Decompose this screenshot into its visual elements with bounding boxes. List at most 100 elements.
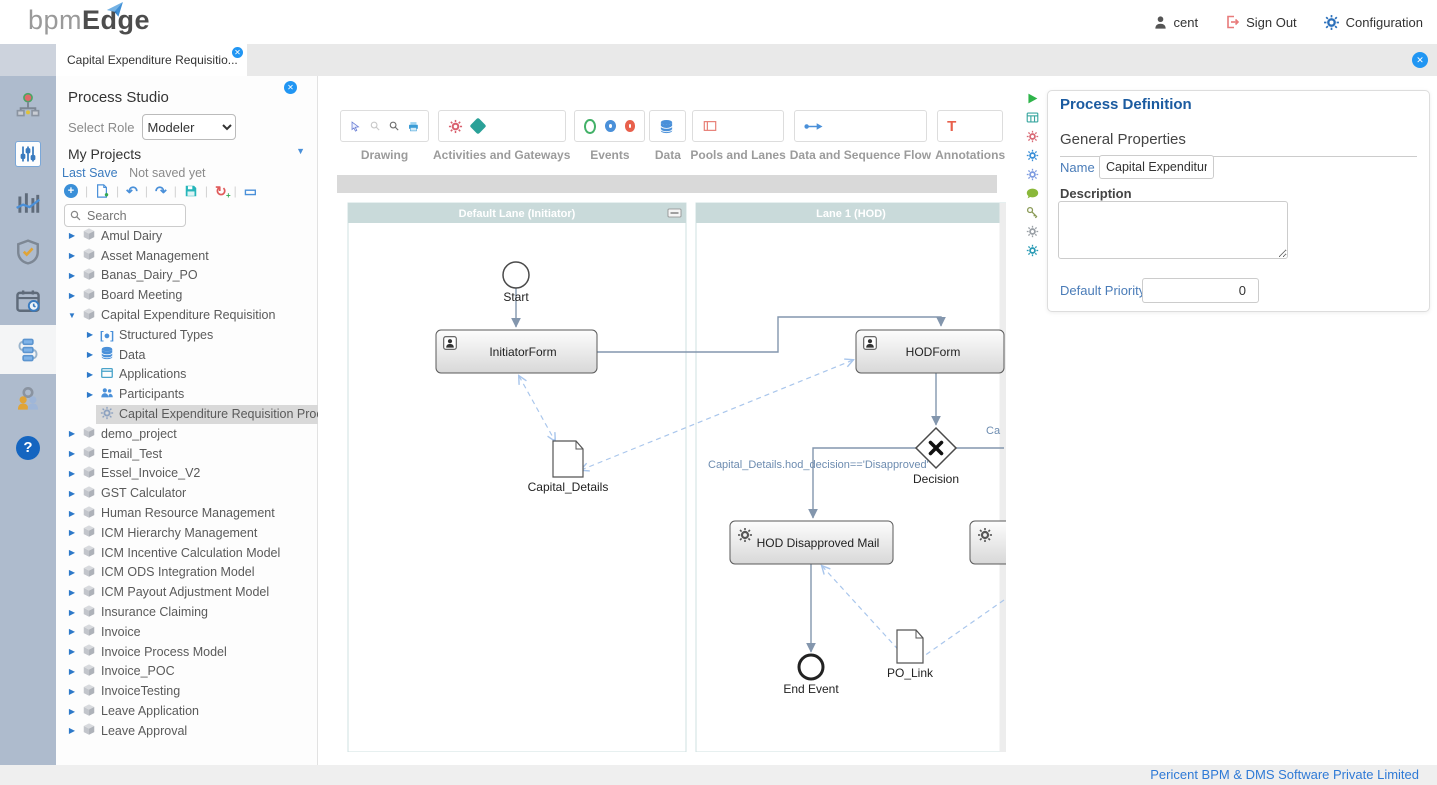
tree-item[interactable]: ▼ Capital Expenditure Requisition [56, 305, 318, 325]
add-icon[interactable]: + [64, 184, 78, 198]
compare-icon[interactable]: ▭ [243, 183, 258, 199]
tree-item[interactable]: ▶ Insurance Claiming [56, 602, 318, 622]
po-link-data-object[interactable]: PO_Link [887, 629, 934, 680]
tree-item[interactable]: ▶ Board Meeting [56, 285, 318, 305]
table-icon[interactable] [1026, 111, 1039, 124]
tree-item[interactable]: ▶ Leave Application [56, 701, 318, 721]
role-select[interactable]: Modeler [142, 114, 237, 140]
sidebar-item-security[interactable] [0, 227, 56, 276]
tree-caret-icon[interactable]: ▶ [68, 270, 76, 280]
panel-close-icon[interactable]: ✕ [284, 81, 297, 94]
tree-caret-icon[interactable]: ▶ [86, 369, 94, 379]
tree-caret-icon[interactable]: ▶ [68, 607, 76, 617]
text-annotation-icon[interactable]: T [947, 117, 957, 135]
tree-caret-icon[interactable]: ▶ [86, 330, 94, 340]
tree-caret-icon[interactable]: ▶ [68, 548, 76, 558]
lane-header[interactable] [696, 203, 1006, 223]
zoom-in-icon[interactable] [389, 119, 399, 133]
tree-caret-icon[interactable]: ▶ [68, 449, 76, 459]
tree-item[interactable]: ▶ Banas_Dairy_PO [56, 266, 318, 286]
tree-item[interactable]: ▶ Invoice [56, 622, 318, 642]
tree-caret-icon[interactable]: ▶ [68, 587, 76, 597]
undo-icon[interactable]: ↶ [126, 183, 138, 199]
lane-minimize-button[interactable] [667, 208, 682, 218]
sidebar-item-analytics[interactable] [0, 178, 56, 227]
settings-gear-icon[interactable] [1025, 149, 1039, 162]
sidebar-item-settings-sliders[interactable] [0, 129, 56, 178]
tree-item[interactable]: Capital Expenditure Requisition Proce [56, 404, 318, 424]
tree-item[interactable]: ▶ demo_project [56, 424, 318, 444]
tree-item[interactable]: ▶ Data [56, 345, 318, 365]
tree-item[interactable]: ▶ Participants [56, 384, 318, 404]
task-gear-icon[interactable] [447, 118, 463, 134]
zoom-out-icon[interactable] [370, 119, 380, 133]
gateway-diamond-icon[interactable] [469, 117, 487, 135]
hod-form-task[interactable]: HODForm [855, 329, 1005, 374]
tree-item[interactable]: ▶ Amul Dairy [56, 226, 318, 246]
tree-item[interactable]: ▶ Leave Approval [56, 721, 318, 741]
print-icon[interactable] [408, 119, 419, 134]
tree-item[interactable]: ▶ Asset Management [56, 246, 318, 266]
tree-item[interactable]: ▶ [●] Structured Types [56, 325, 318, 345]
tree-caret-icon[interactable]: ▶ [68, 488, 76, 498]
cursor-icon[interactable] [350, 119, 361, 134]
tree-item[interactable]: ▶ Human Resource Management [56, 503, 318, 523]
pool-icon[interactable] [702, 119, 718, 133]
export-document-icon[interactable]: ● [95, 183, 109, 199]
tree-caret-icon[interactable]: ▶ [68, 666, 76, 676]
tree-caret-icon[interactable]: ▶ [86, 389, 94, 399]
close-all-tabs-icon[interactable]: ✕ [1412, 52, 1428, 68]
roles-gear-icon[interactable] [1025, 130, 1039, 143]
initiator-form-task[interactable]: InitiatorForm [435, 329, 598, 374]
end-event-node[interactable]: End Event [783, 653, 839, 696]
capital-details-data-object[interactable]: Capital_Details [528, 440, 609, 494]
tree-caret-icon[interactable]: ▶ [68, 647, 76, 657]
tree-item[interactable]: ▶ ICM Payout Adjustment Model [56, 582, 318, 602]
sidebar-item-team-admin[interactable] [0, 374, 56, 423]
default-priority-field[interactable] [1142, 278, 1259, 303]
sidebar-item-hierarchy[interactable] [0, 80, 56, 129]
partial-service-task[interactable] [969, 520, 1006, 565]
tree-caret-icon[interactable]: ▶ [68, 627, 76, 637]
tree-item[interactable]: ▶ Applications [56, 365, 318, 385]
database-icon[interactable] [659, 119, 674, 134]
tree-caret-icon[interactable]: ▶ [86, 350, 94, 360]
tree-caret-icon[interactable]: ▼ [68, 310, 76, 320]
comment-icon[interactable] [1026, 187, 1039, 200]
tree-item[interactable]: ▶ GST Calculator [56, 483, 318, 503]
lane-header[interactable] [348, 203, 686, 223]
save-icon[interactable] [184, 184, 198, 198]
start-event-icon[interactable] [584, 118, 596, 134]
description-field[interactable] [1058, 201, 1288, 259]
user-menu[interactable]: cent [1153, 15, 1198, 30]
reload-icon[interactable]: ↻+ [214, 183, 231, 200]
tree-item[interactable]: ▶ Email_Test [56, 444, 318, 464]
collapsed-pool-bar[interactable] [337, 175, 997, 193]
tab-capital-expenditure[interactable]: Capital Expenditure Requisitio... ✕ [56, 44, 247, 76]
intermediate-event-icon[interactable] [604, 120, 616, 132]
tree-caret-icon[interactable]: ▶ [68, 567, 76, 577]
sidebar-item-help[interactable]: ? [0, 423, 56, 472]
sidebar-item-process-studio[interactable] [0, 325, 56, 374]
tree-caret-icon[interactable]: ▶ [68, 290, 76, 300]
tree-item[interactable]: ▶ ICM Hierarchy Management [56, 523, 318, 543]
start-event-node[interactable]: Start [502, 261, 530, 304]
redo-icon[interactable]: ↷ [154, 183, 167, 199]
tree-item[interactable]: ▶ ICM ODS Integration Model [56, 563, 318, 583]
tree-caret-icon[interactable]: ▶ [68, 251, 76, 261]
tree-item[interactable]: ▶ Essel_Invoice_V2 [56, 464, 318, 484]
tree-item[interactable]: ▶ ICM Incentive Calculation Model [56, 543, 318, 563]
tree-caret-icon[interactable]: ▶ [68, 706, 76, 716]
configuration-button[interactable]: Configuration [1322, 13, 1423, 31]
tab-close-icon[interactable]: ✕ [232, 47, 243, 58]
sequence-flow-icon[interactable] [804, 121, 823, 132]
hod-disapproved-mail-task[interactable]: HOD Disapproved Mail [729, 520, 894, 565]
tree-item[interactable]: ▶ Invoice_POC [56, 662, 318, 682]
tree-item[interactable]: ▶ InvoiceTesting [56, 681, 318, 701]
name-field[interactable] [1099, 155, 1214, 179]
tree-caret-icon[interactable]: ▶ [68, 429, 76, 439]
tree-item[interactable]: ▶ Invoice Process Model [56, 642, 318, 662]
advanced-gear-icon[interactable] [1025, 168, 1039, 181]
key-icon[interactable] [1026, 206, 1039, 219]
config-gear-icon[interactable] [1025, 225, 1039, 238]
